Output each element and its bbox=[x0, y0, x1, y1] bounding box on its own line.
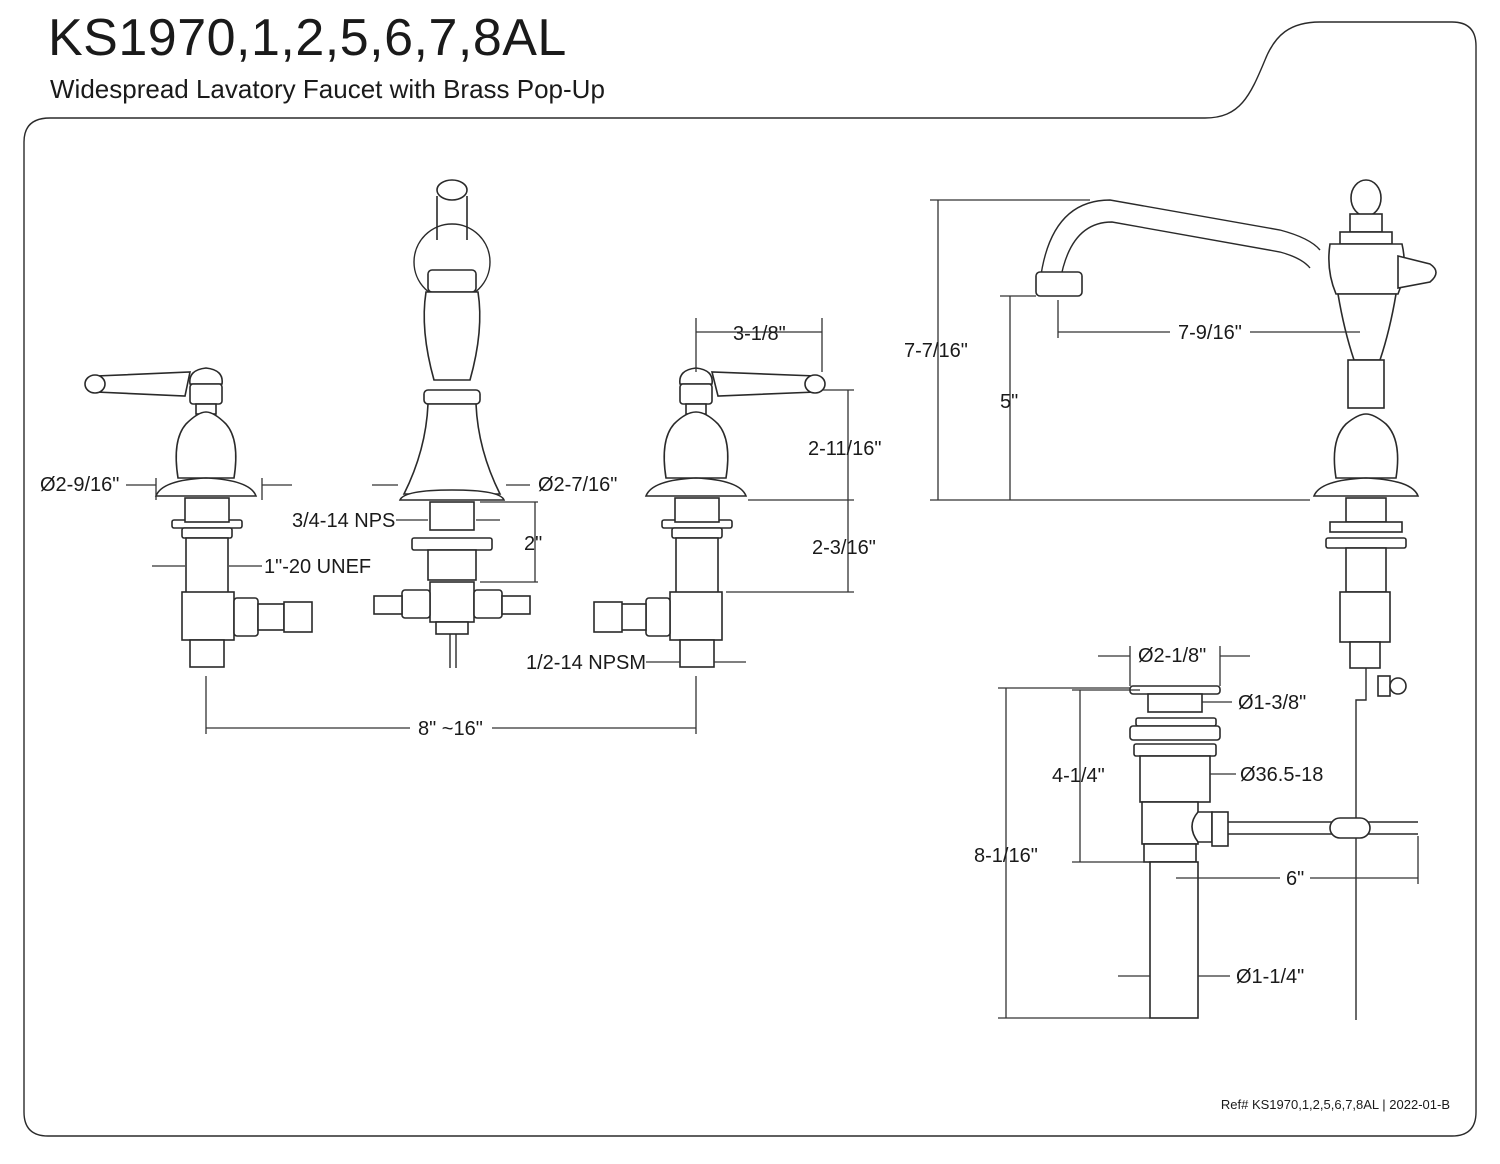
side-view-faucet bbox=[1035, 179, 1437, 1020]
popup-drain bbox=[1129, 685, 1418, 1019]
dim-shank-len: 2-3/16" bbox=[812, 537, 876, 559]
dim-drain-stopper: Ø1-3/8" bbox=[1238, 692, 1306, 714]
dim-spout-height: 5" bbox=[1000, 391, 1018, 413]
dim-supply-thread: 1/2-14 NPSM bbox=[526, 652, 646, 674]
dim-overall-height: 7-7/16" bbox=[904, 340, 968, 362]
dim-drain-flange: Ø2-1/8" bbox=[1138, 645, 1206, 667]
dim-spread: 8" ~16" bbox=[418, 718, 483, 740]
dim-handle-reach: 3-1/8" bbox=[733, 323, 786, 345]
dim-spout-flange: Ø2-7/16" bbox=[538, 474, 617, 496]
left-handle-valve bbox=[84, 367, 313, 668]
dim-drain-body: 4-1/4" bbox=[1052, 765, 1105, 787]
sheet-border bbox=[23, 21, 1477, 1137]
dim-handle-height: 2-11/16" bbox=[808, 438, 881, 460]
dimension-labels: Ø2-9/16" Ø2-7/16" 3/4-14 NPS 2" 1"-20 UN… bbox=[40, 322, 1323, 988]
page-subtitle: Widespread Lavatory Faucet with Brass Po… bbox=[50, 74, 605, 104]
page-title: KS1970,1,2,5,6,7,8AL bbox=[48, 9, 567, 67]
dim-spout-thread: 3/4-14 NPS bbox=[292, 510, 395, 532]
center-spout bbox=[373, 179, 531, 668]
dim-shank-thread: 1"-20 UNEF bbox=[264, 556, 371, 578]
dim-drain-thread: Ø36.5-18 bbox=[1240, 764, 1323, 786]
dim-handle-flange: Ø2-9/16" bbox=[40, 474, 119, 496]
dim-tailpiece: Ø1-1/4" bbox=[1236, 966, 1304, 988]
dim-drain-overall: 8-1/16" bbox=[974, 845, 1038, 867]
dim-spout-shank: 2" bbox=[524, 533, 542, 555]
reference-footer: Ref# KS1970,1,2,5,6,7,8AL | 2022-01-B bbox=[1220, 1097, 1450, 1112]
dim-lift-rod: 6" bbox=[1286, 868, 1304, 890]
dimension-lines bbox=[126, 199, 1419, 1019]
dim-spout-reach: 7-9/16" bbox=[1178, 322, 1242, 344]
right-handle-valve bbox=[593, 367, 826, 668]
